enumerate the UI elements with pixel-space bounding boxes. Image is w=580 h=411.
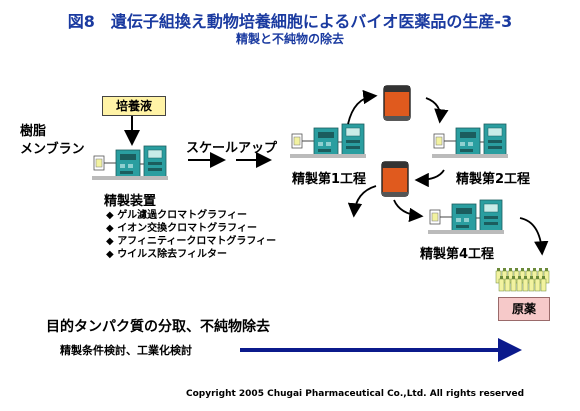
arrow-vessel-to-step4 xyxy=(393,199,424,223)
list-item: ◆ イオン交換クロマトグラフィー xyxy=(106,223,257,234)
figure-subtitle: 精製と不純物の除去 xyxy=(235,32,344,46)
study-text: 精製条件検討、工業化検討 xyxy=(60,344,192,357)
arrow-step1-to-vessel xyxy=(347,89,378,125)
list-item: ◆ アフィニティークロマトグラフィー xyxy=(106,236,277,247)
arrow-vessel-to-step2 xyxy=(425,97,449,124)
scaleup-label: スケールアップ xyxy=(186,141,278,156)
purification-methods-list: ◆ ゲル濾過クロマトグラフィー ◆ イオン交換クロマトグラフィー ◆ アフィニテ… xyxy=(106,209,276,261)
apparatus-label: 精製装置 xyxy=(104,194,157,209)
step2-label: 精製第2工程 xyxy=(456,172,531,187)
product-bottles xyxy=(495,267,550,292)
active-ingredient-box: 原薬 xyxy=(498,297,550,321)
arrow-step2-to-vessel xyxy=(414,169,445,188)
vessel-top xyxy=(383,85,411,121)
membrane-label: メンブラン xyxy=(20,142,85,157)
step4-apparatus xyxy=(427,199,505,235)
goal-text: 目的タンパク質の分取、不純物除去 xyxy=(46,319,270,335)
figure-title: 図8 遺伝子組換え動物培養細胞によるバイオ医薬品の生産-3 xyxy=(67,12,513,31)
list-item: ◆ ゲル濾過クロマトグラフィー xyxy=(106,210,247,221)
resin-label: 樹脂 xyxy=(20,124,47,139)
arrow-vessel-to-step3 xyxy=(347,185,377,218)
vessel-middle xyxy=(381,161,409,197)
step1-label: 精製第1工程 xyxy=(292,172,367,187)
purification-apparatus xyxy=(91,145,169,181)
step1-apparatus xyxy=(289,123,367,159)
step2-apparatus xyxy=(431,123,509,159)
arrow-step4-to-product xyxy=(519,217,549,256)
step4-label: 精製第4工程 xyxy=(420,247,495,262)
culture-medium-box: 培養液 xyxy=(102,96,166,116)
list-item: ◆ ウイルス除去フィルター xyxy=(106,249,227,260)
copyright-notice: Copyright 2005 Chugai Pharmaceutical Co.… xyxy=(186,389,525,399)
